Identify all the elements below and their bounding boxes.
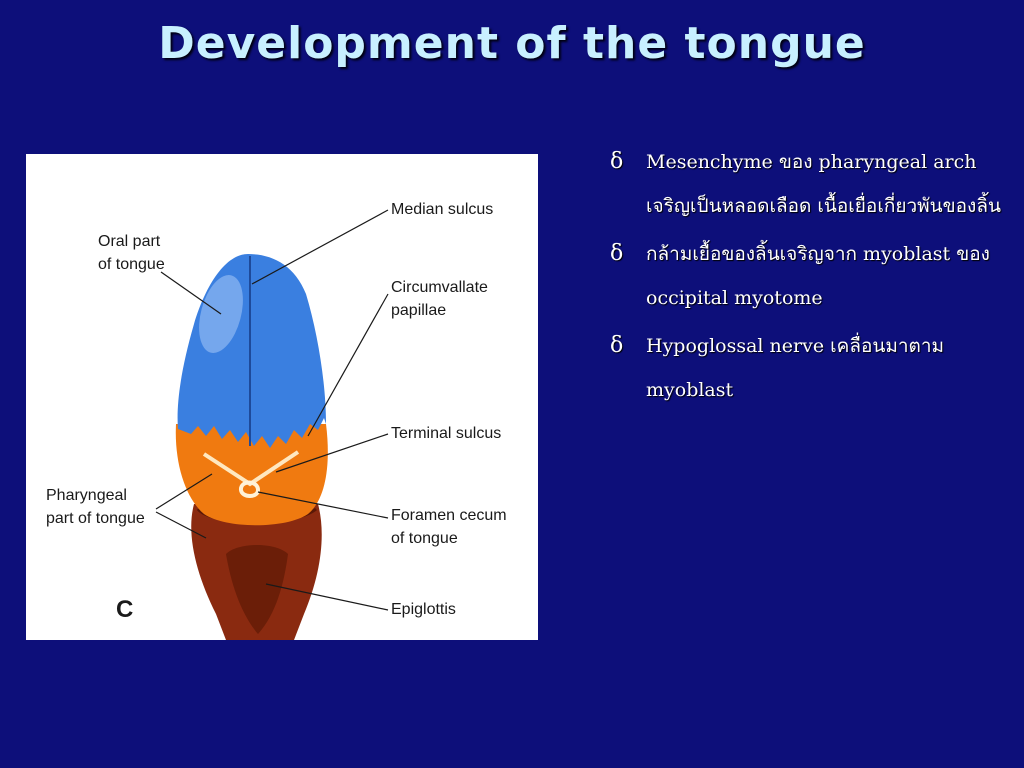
- slide-title: Development of the tongue: [158, 18, 866, 69]
- bullet-glyph-icon: ẟ: [610, 241, 624, 266]
- label-epiglottis: Epiglottis: [391, 601, 456, 618]
- label-circumvallate-papillae: Circumvallate papillae: [391, 279, 488, 319]
- bullet-list: ẟ Mesenchyme ของ pharyngeal arch เจริญเป…: [610, 140, 1020, 416]
- epiglottis-inner: [226, 545, 288, 634]
- label-median-sulcus: Median sulcus: [391, 201, 494, 218]
- label-oral-part: Oral part of tongue: [98, 233, 165, 273]
- bullet-text: Mesenchyme ของ pharyngeal arch เจริญเป็น…: [646, 151, 1001, 217]
- tongue-diagram: Oral part of tongue Median sulcus Circum…: [26, 154, 538, 640]
- pharyngeal-part-shape: [175, 424, 328, 526]
- tongue-illustration: [155, 209, 389, 640]
- label-foramen-cecum: Foramen cecum of tongue: [391, 507, 507, 547]
- label-pharyngeal-part: Pharyngeal part of tongue: [46, 487, 145, 527]
- bullet-text: Hypoglossal nerve เคลื่อนมาตาม myoblast: [646, 335, 945, 401]
- label-terminal-sulcus: Terminal sulcus: [391, 425, 502, 442]
- bullet-text: กล้ามเยื้อของลิ้นเจริญจาก myoblast ของ o…: [646, 243, 990, 309]
- oral-part-shape: [177, 254, 326, 448]
- bullet-glyph-icon: ẟ: [610, 149, 624, 174]
- figure-letter: C: [116, 596, 134, 623]
- bullet-glyph-icon: ẟ: [610, 333, 624, 358]
- bullet-item: ẟ Mesenchyme ของ pharyngeal arch เจริญเป…: [610, 140, 1020, 228]
- bullet-item: ẟ กล้ามเยื้อของลิ้นเจริญจาก myoblast ของ…: [610, 232, 1020, 320]
- bullet-item: ẟ Hypoglossal nerve เคลื่อนมาตาม myoblas…: [610, 324, 1020, 412]
